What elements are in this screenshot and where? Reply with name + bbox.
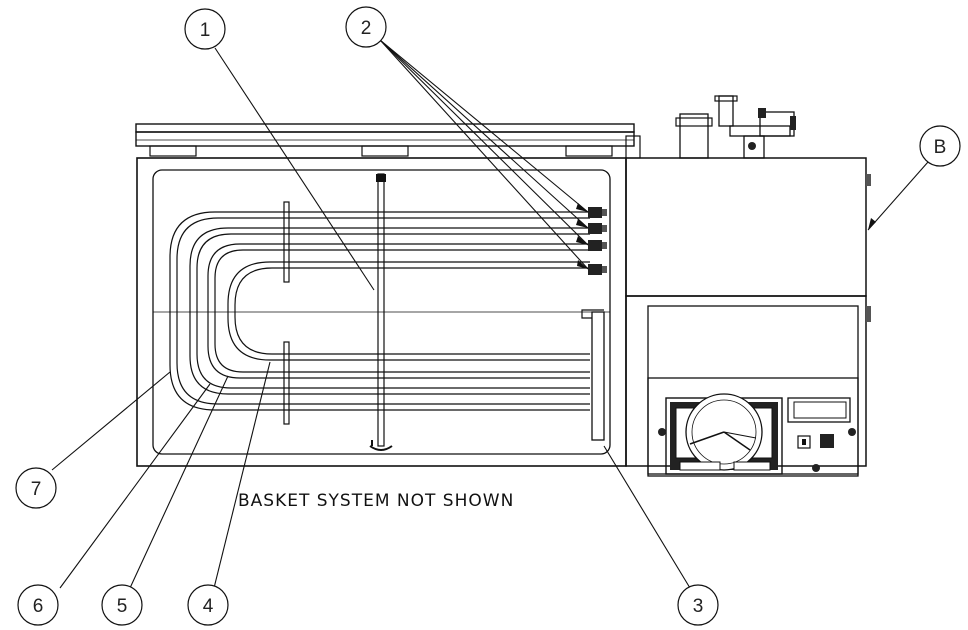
- callout-5: 5: [101, 584, 143, 626]
- leader-lines: [51, 39, 929, 589]
- coil-7: [169, 211, 590, 411]
- leader-2c: [379, 39, 589, 246]
- temperature-probe: [369, 173, 393, 451]
- tank-body: [136, 157, 627, 467]
- callout-1: 1: [184, 8, 226, 50]
- leader-2b: [379, 39, 589, 229]
- svg-text:7: 7: [31, 479, 42, 500]
- coil-brackets: [283, 201, 290, 425]
- arrowheads: [576, 203, 876, 269]
- switch-icon: [658, 428, 856, 472]
- svg-text:6: 6: [33, 596, 44, 617]
- svg-text:5: 5: [117, 596, 128, 617]
- svg-text:2: 2: [361, 18, 372, 39]
- heating-coils: [169, 211, 590, 411]
- coil-5: [207, 243, 590, 379]
- coil-6: [189, 227, 590, 395]
- display-icon: [787, 397, 851, 423]
- leader-B: [867, 161, 929, 231]
- coil-fittings: [588, 207, 607, 275]
- leader-2a: [379, 39, 589, 213]
- chart-recorder-icon: [665, 393, 783, 475]
- svg-text:4: 4: [203, 596, 214, 617]
- callout-7: 7: [15, 467, 57, 509]
- leader-5: [129, 375, 229, 589]
- svg-text:3: 3: [693, 596, 704, 617]
- callout-B: B: [919, 125, 961, 167]
- callout-3: 3: [677, 584, 719, 626]
- svg-text:1: 1: [200, 20, 211, 41]
- tank-lid: [135, 123, 641, 159]
- coil-4: [227, 261, 590, 361]
- basket-note: BASKET SYSTEM NOT SHOWN: [238, 491, 514, 511]
- callout-6: 6: [17, 584, 59, 626]
- level-tube: [581, 309, 605, 441]
- svg-text:B: B: [934, 137, 947, 158]
- leader-7: [51, 371, 171, 471]
- leader-2d: [379, 39, 589, 270]
- leader-4: [213, 361, 271, 589]
- callout-2: 2: [345, 6, 387, 48]
- valve-icon: [675, 95, 796, 159]
- leader-6: [59, 383, 211, 589]
- leader-1: [214, 47, 375, 291]
- callout-4: 4: [187, 584, 229, 626]
- leader-3: [603, 445, 691, 589]
